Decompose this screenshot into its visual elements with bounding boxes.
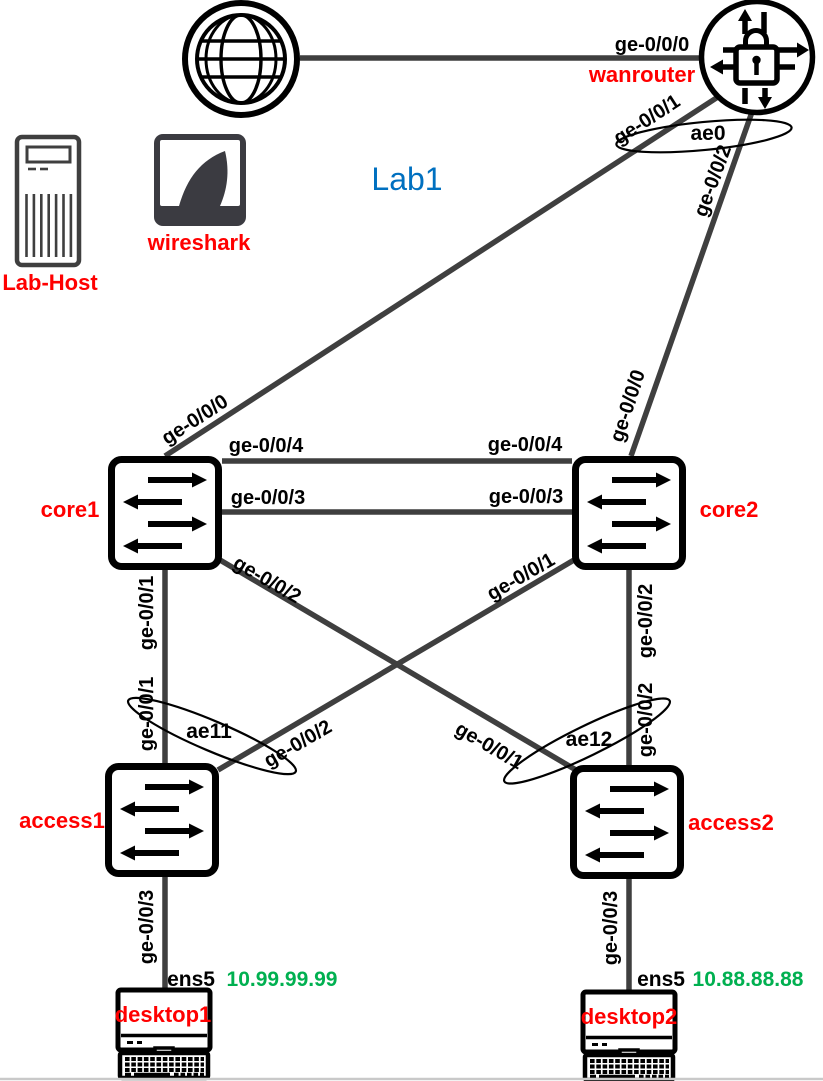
desktop2-ip-label: 10.88.88.88 bbox=[693, 968, 804, 991]
iface-access2-to-core1: ge-0/0/1 bbox=[451, 718, 527, 774]
core2-switch-icon bbox=[576, 460, 683, 567]
lock-icon bbox=[733, 28, 780, 86]
access2-label: access2 bbox=[688, 810, 774, 835]
shark-fin bbox=[179, 151, 228, 206]
internet-globe-icon bbox=[182, 0, 300, 118]
ae12-label: ae12 bbox=[566, 728, 613, 751]
link-wanrouter-core2 bbox=[628, 111, 755, 457]
iface-access1-to-desktop1: ge-0/0/3 bbox=[136, 890, 158, 964]
desktop1-nic-label: ens5 bbox=[167, 968, 215, 991]
diagram-title: Lab1 bbox=[371, 161, 442, 197]
ae0-lag-ellipse bbox=[615, 118, 793, 154]
iface-core2-uplink: ge-0/0/0 bbox=[606, 367, 650, 445]
iface-core1-ge003: ge-0/0/3 bbox=[231, 487, 305, 509]
iface-core1-to-access2: ge-0/0/2 bbox=[229, 552, 305, 608]
desktop1-ip-label: 10.99.99.99 bbox=[227, 968, 338, 991]
iface-core2-ge004: ge-0/0/4 bbox=[488, 434, 563, 456]
desktop2-nic-label: ens5 bbox=[637, 968, 685, 991]
access1-switch-icon bbox=[109, 767, 216, 874]
iface-wan-internet: ge-0/0/0 bbox=[615, 34, 689, 56]
access2-switch-icon bbox=[574, 769, 681, 876]
iface-access2-to-desktop2: ge-0/0/3 bbox=[600, 891, 622, 965]
wanrouter-icon bbox=[698, 0, 816, 116]
desktop2-label: desktop2 bbox=[581, 1004, 678, 1029]
access1-label: access1 bbox=[19, 808, 105, 833]
ae12-lag-ellipse bbox=[502, 697, 672, 785]
iface-access1-to-core1: ge-0/0/1 bbox=[136, 677, 158, 751]
link-core2-access1 bbox=[216, 557, 576, 773]
iface-core1-to-access1: ge-0/0/1 bbox=[136, 576, 158, 650]
iface-core2-to-access2: ge-0/0/2 bbox=[635, 584, 657, 658]
wanrouter-label: wanrouter bbox=[588, 62, 696, 87]
core2-label: core2 bbox=[700, 497, 759, 522]
iface-access2-to-core2: ge-0/0/2 bbox=[635, 683, 657, 757]
labhost-icon bbox=[14, 134, 82, 268]
labhost-label: Lab-Host bbox=[2, 270, 98, 295]
ae0-label: ae0 bbox=[690, 122, 725, 145]
core1-switch-icon bbox=[112, 460, 219, 567]
link-wanrouter-core1 bbox=[163, 90, 726, 459]
ae11-label: ae11 bbox=[186, 720, 232, 743]
desktop1-label: desktop1 bbox=[115, 1002, 212, 1027]
wireshark-icon bbox=[154, 134, 246, 226]
iface-core1-ge004: ge-0/0/4 bbox=[229, 435, 304, 457]
wireshark-label: wireshark bbox=[147, 230, 251, 255]
ae11-lag-ellipse bbox=[126, 696, 298, 776]
core1-label: core1 bbox=[41, 497, 100, 522]
iface-core2-ge003: ge-0/0/3 bbox=[489, 486, 563, 508]
